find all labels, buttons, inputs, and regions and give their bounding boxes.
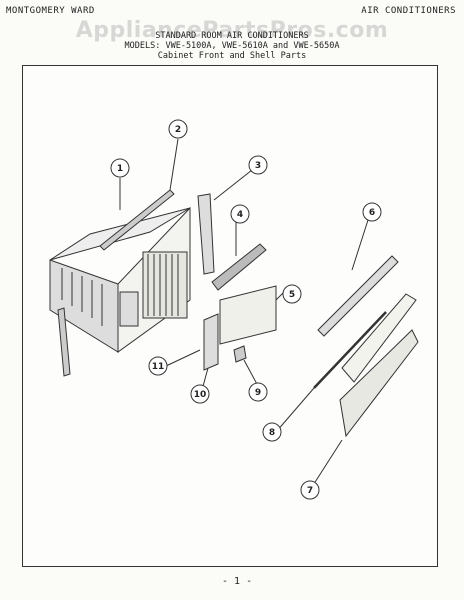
callout-9: 9	[248, 382, 268, 402]
callout-label: 5	[289, 290, 295, 300]
callout-label: 8	[269, 428, 275, 438]
callout-label: 7	[307, 486, 313, 496]
header-category: AIR CONDITIONERS	[361, 6, 456, 16]
cabinet-shell	[49, 206, 191, 353]
louver-strip-part	[211, 243, 267, 291]
callout-label: 10	[194, 390, 207, 400]
callout-5: 5	[282, 284, 302, 304]
callout-4: 4	[230, 204, 250, 224]
callout-1: 1	[110, 158, 130, 178]
left-side-strip-part	[57, 307, 71, 377]
front-panel-part	[339, 293, 419, 438]
grille-top-part	[317, 255, 399, 337]
callout-7: 7	[300, 480, 320, 500]
rod-part	[313, 311, 387, 389]
callout-3: 3	[248, 155, 268, 175]
control-bracket-part	[203, 313, 219, 371]
callout-label: 11	[152, 362, 165, 372]
callout-label: 4	[237, 210, 243, 220]
callout-label: 9	[255, 388, 261, 398]
callout-label: 1	[117, 164, 123, 174]
callout-6: 6	[362, 202, 382, 222]
callout-label: 3	[255, 161, 261, 171]
page-number: - 1 -	[222, 576, 253, 587]
callout-11: 11	[148, 356, 168, 376]
callout-10: 10	[190, 384, 210, 404]
clip-part	[233, 345, 247, 363]
header-brand: MONTGOMERY WARD	[6, 6, 95, 16]
callout-label: 2	[175, 125, 181, 135]
filter-part	[219, 285, 277, 345]
callout-label: 6	[369, 208, 375, 218]
diagram-title: STANDARD ROOM AIR CONDITIONERS	[155, 31, 309, 41]
top-rail-part	[99, 189, 175, 251]
callout-8: 8	[262, 422, 282, 442]
side-bracket-part	[197, 193, 215, 275]
diagram-subtitle: Cabinet Front and Shell Parts	[157, 51, 307, 61]
watermark: AppliancePartsPros.com	[75, 18, 389, 43]
diagram-models: MODELS: VWE-5100A, VWE-5610A and VWE-565…	[124, 41, 340, 51]
callout-2: 2	[168, 119, 188, 139]
